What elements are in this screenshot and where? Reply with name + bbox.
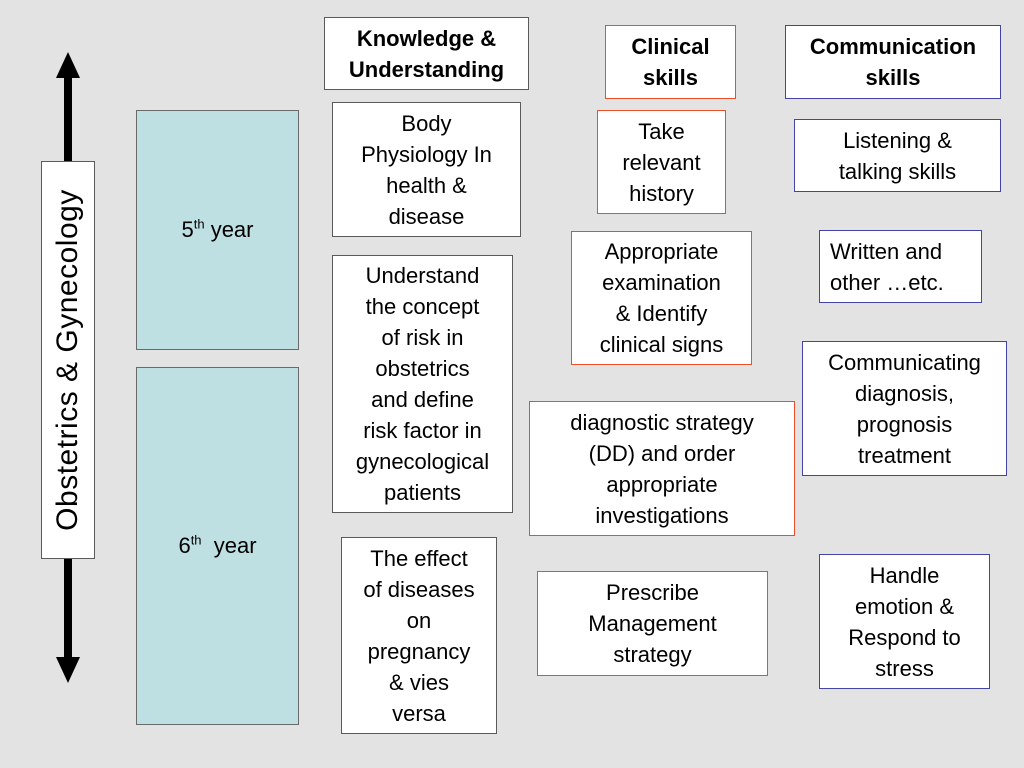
header-knowledge-text: Knowledge & Understanding [348, 25, 505, 82]
clinical-item-1-text: Take relevant history [622, 118, 701, 206]
clinical-item-2-text: Appropriate examination & Identify clini… [599, 239, 724, 357]
arrow-up-icon [56, 52, 80, 78]
side-label: Obstetrics & Gynecology [51, 189, 85, 531]
clinical-item-2: Appropriate examination & Identify clini… [571, 231, 752, 365]
communication-item-1-text: Listening & talking skills [838, 127, 957, 184]
year-5-label: 5th year [181, 216, 254, 242]
arrow-shaft-top [64, 76, 72, 164]
communication-item-2: Written and other …etc. [819, 230, 982, 303]
arrow-shaft-bottom [64, 558, 72, 659]
clinical-item-4-text: Prescribe Management strategy [588, 580, 717, 667]
clinical-item-3: diagnostic strategy (DD) and order appro… [529, 401, 795, 536]
knowledge-item-1-text: Body Physiology In health & disease [361, 110, 492, 229]
communication-item-3-text: Communicating diagnosis, prognosis treat… [828, 349, 981, 468]
arrow-down-icon [56, 657, 80, 683]
header-communication: Communication skills [785, 25, 1001, 99]
header-clinical: Clinical skills [605, 25, 736, 99]
knowledge-item-2: Understand the concept of risk in obstet… [332, 255, 513, 513]
header-knowledge: Knowledge & Understanding [324, 17, 529, 90]
communication-item-1: Listening & talking skills [794, 119, 1001, 192]
knowledge-item-3-text: The effect of diseases on pregnancy & vi… [363, 545, 475, 726]
clinical-item-3-text: diagnostic strategy (DD) and order appro… [570, 409, 754, 528]
knowledge-item-1: Body Physiology In health & disease [332, 102, 521, 237]
side-label-box: Obstetrics & Gynecology [41, 161, 95, 559]
communication-item-4-text: Handle emotion & Respond to stress [848, 562, 961, 681]
communication-item-4: Handle emotion & Respond to stress [819, 554, 990, 689]
knowledge-item-3: The effect of diseases on pregnancy & vi… [341, 537, 497, 734]
clinical-item-4: Prescribe Management strategy [537, 571, 768, 676]
clinical-item-1: Take relevant history [597, 110, 726, 214]
header-communication-text: Communication skills [809, 34, 977, 90]
year-6-label: 6th year [178, 532, 257, 558]
year-5-block: 5th year [136, 110, 299, 350]
communication-item-2-text: Written and other …etc. [830, 238, 944, 295]
header-clinical-text: Clinical skills [631, 34, 710, 90]
communication-item-3: Communicating diagnosis, prognosis treat… [802, 341, 1007, 476]
year-6-block: 6th year [136, 367, 299, 725]
knowledge-item-2-text: Understand the concept of risk in obstet… [355, 263, 490, 505]
